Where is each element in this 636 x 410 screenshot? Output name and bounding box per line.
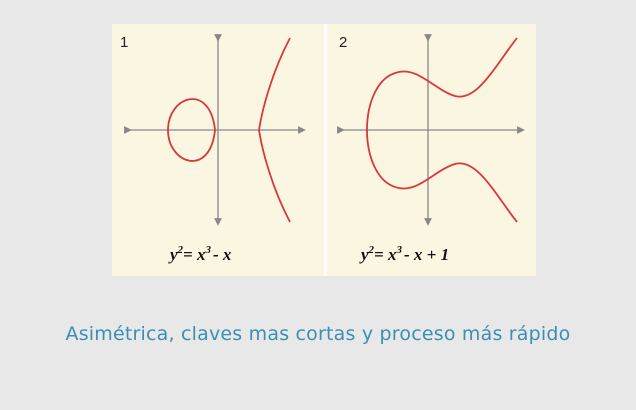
curve-branch xyxy=(366,37,518,223)
equation-exp: 3 xyxy=(204,244,211,256)
equation-y: y xyxy=(168,245,178,264)
curve-panel-1: 1 y2= x3- x xyxy=(112,24,324,276)
panel-number: 2 xyxy=(339,34,348,51)
equation-exp: 3 xyxy=(395,244,402,256)
equation-y: y xyxy=(359,245,369,264)
svg-text:y2= x3- x: y2= x3- x xyxy=(168,244,232,264)
panel-number: 1 xyxy=(120,34,129,51)
equation-rest: - x + 1 xyxy=(404,245,449,264)
curve-plot-2: y2= x3- x + 1 xyxy=(337,34,525,264)
equation-mid: = x xyxy=(374,245,397,264)
equation-mid: = x xyxy=(183,245,206,264)
equation-exp: 2 xyxy=(177,244,184,256)
curve-oval xyxy=(167,98,216,162)
equation-rest: - x xyxy=(213,245,232,264)
curve-panel-2: 2 y2= x3- x + 1 xyxy=(327,24,536,276)
equation-exp: 2 xyxy=(368,244,375,256)
slide-caption: Asimétrica, claves mas cortas y proceso … xyxy=(65,323,571,345)
svg-text:y2= x3- x + 1: y2= x3- x + 1 xyxy=(359,244,449,264)
curve-branch xyxy=(258,37,291,223)
elliptic-curves-figure: 1 y2= x3- x 2 xyxy=(112,24,536,276)
curve-plot-1: y2= x3- x xyxy=(124,34,306,264)
